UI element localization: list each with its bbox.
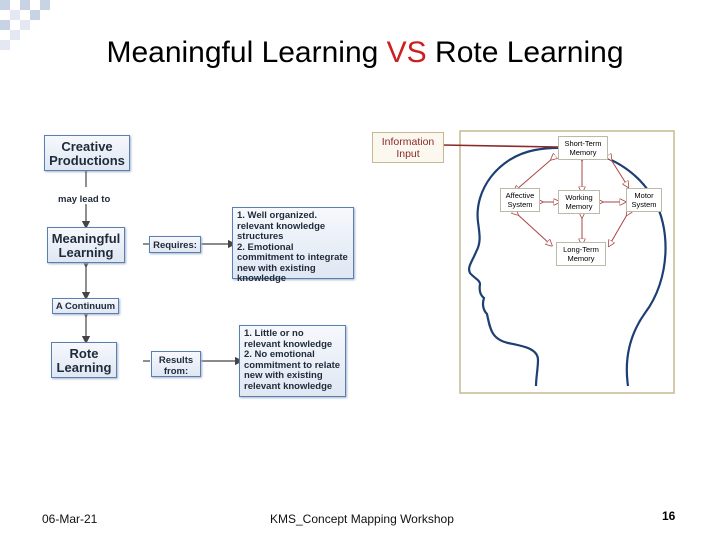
meaningful-learning-box: Meaningful Learning [47, 227, 125, 263]
footer-date: 06-Mar-21 [42, 512, 98, 526]
results-from-box: Results from: [151, 351, 201, 377]
requires-box: Requires: [149, 236, 201, 253]
head-outline [468, 146, 667, 387]
long-term-memory-box: Long-Term Memory [556, 242, 606, 266]
page-number: 16 [662, 509, 676, 523]
title-part-meaningful: Meaningful Learning [106, 36, 387, 69]
motor-system-box: Motor System [626, 188, 662, 212]
a-continuum-box: A Continuum [52, 298, 119, 314]
creative-productions-box: Creative Productions [44, 135, 130, 171]
information-input-box: Information Input [372, 132, 444, 163]
footer-workshop-title: KMS_Concept Mapping Workshop [270, 512, 454, 526]
memory-head-diagram: Information Input Short-Term Memory Affe… [370, 130, 676, 394]
requires-list-box: 1. Well organized. relevant knowledge st… [232, 207, 354, 284]
concept-map-connectors [81, 165, 244, 366]
concept-map-diagram: Creative Productions may lead to Meaning… [42, 132, 360, 400]
slide-title: Meaningful Learning VS Rote Learning [0, 36, 720, 70]
short-term-memory-box: Short-Term Memory [558, 136, 608, 160]
title-vs: VS [386, 36, 427, 69]
working-memory-box: Working Memory [558, 190, 600, 214]
may-lead-to-label: may lead to [58, 194, 111, 205]
results-list-box: 1. Little or no relevant knowledge 2. No… [239, 325, 346, 397]
affective-system-box: Affective System [500, 188, 540, 212]
head-frame [459, 130, 675, 394]
rote-learning-box: Rote Learning [51, 342, 117, 378]
title-part-rote: Rote Learning [426, 36, 624, 69]
memory-head-svg [441, 130, 675, 394]
input-line [441, 144, 559, 148]
